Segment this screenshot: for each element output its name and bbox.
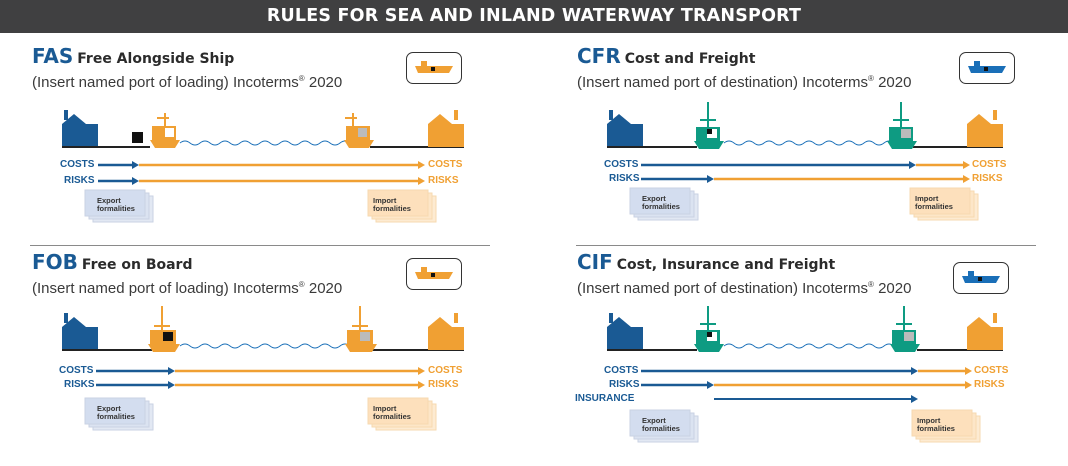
buyer-warehouse-icon (967, 313, 1003, 350)
incoterm-code: CFR (577, 44, 621, 68)
seller-warehouse-icon (62, 313, 98, 350)
incoterm-name: Free Alongside Ship (77, 51, 235, 67)
incoterm-name: Cost and Freight (624, 51, 756, 67)
buyer-warehouse-icon (428, 110, 464, 147)
vessel-loading-icon (694, 306, 724, 352)
cargo-ship-icon (415, 267, 453, 279)
page-title: RULES FOR SEA AND INLAND WATERWAY TRANSP… (266, 6, 802, 26)
vessel-badge (959, 52, 1015, 84)
risks-label-right: RISKS (428, 175, 459, 186)
buyer-warehouse-icon (428, 313, 464, 350)
vessel-discharge-icon (345, 306, 377, 352)
insurance-label: INSURANCE (575, 393, 635, 404)
transport-diagram (607, 306, 1003, 443)
water-wave (723, 140, 895, 146)
vessel-discharge-icon (890, 306, 920, 352)
costs-label-left: COSTS (604, 159, 639, 170)
costs-label-left: COSTS (59, 365, 94, 376)
seller-warehouse-icon (607, 313, 643, 350)
vessel-badge (406, 52, 462, 84)
vessel-loading-icon (694, 102, 724, 149)
vessel-badge (406, 258, 462, 290)
risks-label-left: RISKS (64, 175, 95, 186)
risks-label-right: RISKS (972, 173, 1003, 184)
costs-label-left: COSTS (60, 159, 95, 170)
page-title-banner: RULES FOR SEA AND INLAND WATERWAY TRANSP… (0, 0, 1068, 33)
water-wave (179, 343, 351, 349)
import-documents-icon (367, 397, 437, 431)
incoterm-code: FAS (32, 44, 74, 68)
risks-label-left: RISKS (609, 173, 640, 184)
vessel-discharge-icon (344, 113, 374, 148)
vessel-loading-icon (148, 306, 180, 352)
water-wave (723, 343, 895, 349)
export-documents-icon (84, 397, 154, 431)
divider-left (30, 245, 490, 246)
incoterm-code: CIF (577, 250, 613, 274)
export-documents-icon (84, 189, 154, 223)
import-documents-icon (911, 409, 981, 443)
costs-label-right: COSTS (974, 365, 1009, 376)
import-documents-icon (367, 189, 437, 223)
import-documents-icon (909, 187, 979, 221)
cargo-ship-icon (415, 61, 453, 73)
export-documents-icon (629, 409, 699, 443)
panel-subtitle: (Insert named port of loading) Incoterms… (32, 74, 343, 91)
seller-warehouse-icon (607, 110, 643, 147)
panel-subtitle: (Insert named port of loading) Incoterms… (32, 280, 343, 297)
incoterm-name: Cost, Insurance and Freight (616, 257, 836, 273)
panel-subtitle: (Insert named port of destination) Incot… (577, 74, 912, 91)
transport-diagram (62, 306, 464, 431)
vessel-discharge-icon (887, 102, 917, 149)
cargo-ship-icon (968, 61, 1006, 73)
risks-label-right: RISKS (428, 379, 459, 390)
export-documents-icon (629, 187, 699, 221)
cargo-ship-icon (962, 271, 1000, 283)
transport-diagram (62, 110, 464, 223)
costs-label-right: COSTS (428, 365, 463, 376)
risks-label-left: RISKS (609, 379, 640, 390)
costs-label-right: COSTS (428, 159, 463, 170)
incoterm-name: Free on Board (81, 257, 193, 273)
transport-diagram (607, 102, 1003, 221)
incoterm-code: FOB (32, 250, 78, 274)
buyer-warehouse-icon (967, 110, 1003, 147)
seller-warehouse-icon (62, 110, 98, 147)
vessel-badge (953, 262, 1009, 294)
cargo-box-icon (132, 132, 143, 143)
costs-label-right: COSTS (972, 159, 1007, 170)
costs-label-left: COSTS (604, 365, 639, 376)
divider-right (576, 245, 1036, 246)
risks-label-right: RISKS (974, 379, 1005, 390)
water-wave (179, 140, 351, 146)
risks-label-left: RISKS (64, 379, 95, 390)
panel-subtitle: (Insert named port of destination) Incot… (577, 280, 912, 297)
vessel-loading-icon (150, 113, 180, 148)
